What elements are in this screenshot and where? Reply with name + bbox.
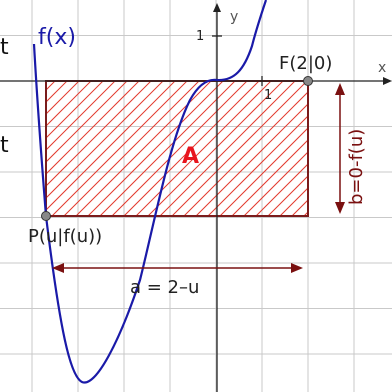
hatch-line xyxy=(46,81,80,115)
width-dimension xyxy=(52,263,303,273)
width-arrow-left xyxy=(52,263,64,273)
area-hatching xyxy=(46,76,392,216)
point-p-label: P(u|f(u)) xyxy=(28,226,102,247)
hatch-line xyxy=(279,187,308,216)
x-axis-label: x xyxy=(378,60,386,76)
hatch-line xyxy=(147,81,284,216)
height-arrow-bottom xyxy=(335,202,345,214)
hatch-line xyxy=(243,151,308,216)
edge-label-middle: t xyxy=(0,133,9,158)
axes xyxy=(0,3,392,392)
height-arrow-top xyxy=(335,83,345,95)
hatch-line xyxy=(195,103,308,216)
hatch-line xyxy=(46,81,68,103)
hatch-line xyxy=(111,81,248,216)
hatch-line xyxy=(159,81,296,216)
hatch-line xyxy=(364,76,392,216)
hatch-line xyxy=(46,81,164,199)
hatch-line xyxy=(46,81,176,211)
width-arrow-right xyxy=(291,263,303,273)
height-dimension xyxy=(335,83,345,214)
hatch-line xyxy=(46,81,104,139)
y-tick-label: 1 xyxy=(196,29,204,44)
point-f-label: F(2|0) xyxy=(279,53,332,74)
hatch-line xyxy=(171,81,308,216)
hatch-line xyxy=(123,81,260,216)
area-label: A xyxy=(182,144,199,169)
edge-label-top: t xyxy=(0,35,9,60)
hatch-line xyxy=(46,81,152,187)
hatch-line xyxy=(135,81,272,216)
y-axis-arrow xyxy=(213,3,221,12)
function-label: f(x) xyxy=(38,25,76,50)
hatch-line xyxy=(51,81,188,216)
x-axis-arrow xyxy=(383,77,392,85)
hatch-line xyxy=(183,91,308,216)
point-f-marker xyxy=(303,76,313,86)
function-curve xyxy=(32,0,268,384)
hatch-line xyxy=(46,81,128,163)
hatch-line xyxy=(267,175,308,216)
hatch-line xyxy=(255,163,308,216)
hatch-line xyxy=(87,81,224,216)
width-label: a = 2–u xyxy=(130,277,199,298)
hatch-line xyxy=(63,81,200,216)
hatch-line xyxy=(207,115,308,216)
hatch-line xyxy=(231,139,308,216)
y-axis-label: y xyxy=(230,9,238,25)
hatch-line xyxy=(46,81,92,127)
hatch-line xyxy=(219,127,308,216)
hatch-line xyxy=(46,81,140,175)
point-p-marker xyxy=(41,211,51,221)
hatch-line xyxy=(75,81,212,216)
hatch-line xyxy=(46,81,116,151)
height-label: b=0-f(u) xyxy=(346,129,367,205)
x-tick-label: 1 xyxy=(264,88,272,103)
